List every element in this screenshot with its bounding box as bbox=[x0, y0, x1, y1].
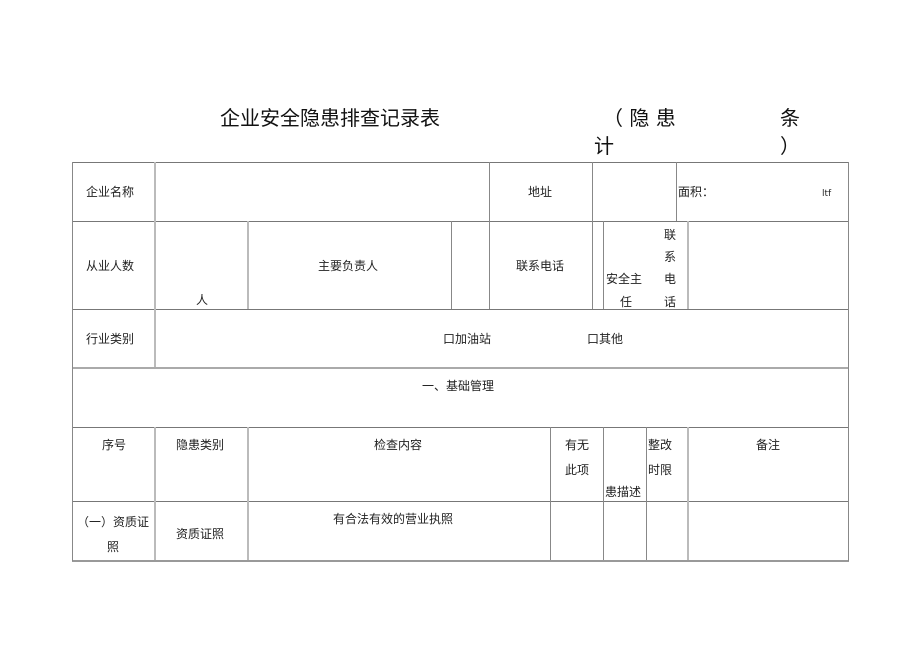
col-divider bbox=[550, 427, 551, 560]
col-divider bbox=[154, 162, 156, 221]
col-divider bbox=[247, 221, 249, 309]
phone-label: 联系电话 bbox=[516, 259, 565, 273]
col-divider bbox=[247, 427, 249, 560]
header-exists-line1: 有无 bbox=[565, 438, 590, 452]
col-divider bbox=[592, 162, 593, 221]
row-check-content: 有合法有效的营业执照 bbox=[333, 512, 454, 526]
col-divider bbox=[592, 221, 593, 309]
col-divider bbox=[489, 221, 490, 309]
row-remarks-field[interactable] bbox=[691, 505, 845, 557]
safety-director-label-line1: 安全主 bbox=[606, 272, 643, 286]
header-seq: 序号 bbox=[102, 438, 127, 452]
col-divider bbox=[848, 162, 849, 561]
col-divider bbox=[72, 162, 73, 561]
safety-phone-label-char: 电 bbox=[664, 272, 677, 286]
safety-phone-label-char: 系 bbox=[664, 250, 677, 264]
row-divider bbox=[72, 367, 849, 369]
document-title: 企业安全隐患排查记录表 bbox=[220, 106, 440, 130]
row-exists-field[interactable] bbox=[553, 505, 601, 557]
section-title: 一、基础管理 bbox=[422, 379, 495, 393]
row-divider bbox=[72, 309, 849, 310]
safety-phone-label-char: 话 bbox=[664, 295, 677, 309]
header-hazard-desc: 患描述 bbox=[605, 485, 642, 499]
industry-option-gas-station[interactable]: 口加油站 bbox=[443, 332, 492, 346]
safety-phone-field[interactable] bbox=[692, 226, 842, 304]
industry-label: 行业类别 bbox=[86, 332, 135, 346]
header-hazard-category: 隐患类别 bbox=[176, 438, 225, 452]
col-divider bbox=[687, 221, 689, 309]
header-deadline-line1: 整改 bbox=[648, 438, 673, 452]
col-divider bbox=[451, 221, 452, 309]
principal-label: 主要负责人 bbox=[318, 259, 379, 273]
col-divider bbox=[154, 221, 156, 309]
row-hazard-desc-field[interactable] bbox=[606, 505, 644, 557]
industry-option-other[interactable]: 口其他 bbox=[587, 332, 624, 346]
header-check-content: 检查内容 bbox=[374, 438, 423, 452]
row-divider bbox=[72, 501, 849, 502]
row-divider bbox=[72, 427, 849, 428]
row-deadline-field[interactable] bbox=[649, 505, 685, 557]
col-divider bbox=[687, 427, 689, 560]
row-seq-line2: 照 bbox=[107, 540, 120, 554]
header-deadline-line2: 时限 bbox=[648, 463, 673, 477]
address-field[interactable] bbox=[596, 168, 672, 216]
row-hazard-category: 资质证照 bbox=[176, 527, 225, 541]
col-divider bbox=[489, 162, 490, 221]
safety-phone-label-char: 联 bbox=[664, 228, 677, 242]
col-divider bbox=[603, 427, 604, 560]
address-label: 地址 bbox=[528, 185, 553, 199]
row-divider bbox=[72, 162, 849, 163]
title-suffix-part1: （ 隐 患 bbox=[603, 106, 676, 130]
safety-director-label-line2: 任 bbox=[620, 295, 633, 309]
area-label: 面积： bbox=[678, 185, 715, 199]
employees-unit: 人 bbox=[196, 293, 209, 307]
col-divider bbox=[154, 427, 156, 560]
area-unit: ltf bbox=[822, 189, 832, 199]
col-divider bbox=[603, 221, 604, 309]
principal-field[interactable] bbox=[454, 226, 487, 304]
phone-field[interactable] bbox=[594, 226, 602, 304]
row-divider bbox=[72, 221, 849, 222]
header-exists-line2: 此项 bbox=[565, 463, 590, 477]
row-seq-line1: （一）资质证 bbox=[77, 515, 150, 529]
col-divider bbox=[154, 309, 156, 367]
header-remarks: 备注 bbox=[756, 438, 781, 452]
title-suffix-part3: 计 bbox=[594, 134, 614, 158]
row-divider bbox=[72, 560, 849, 562]
company-name-label: 企业名称 bbox=[86, 185, 135, 199]
title-suffix-part4: ） bbox=[780, 134, 800, 158]
col-divider bbox=[646, 427, 647, 560]
company-name-field[interactable] bbox=[160, 168, 485, 216]
col-divider bbox=[676, 162, 677, 221]
employees-label: 从业人数 bbox=[86, 259, 135, 273]
title-suffix-part2: 条 bbox=[780, 106, 800, 130]
